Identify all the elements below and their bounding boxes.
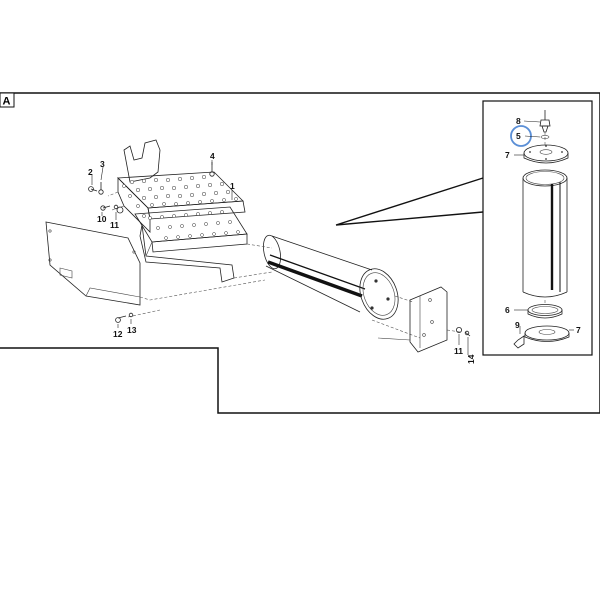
main-cylinder xyxy=(263,234,399,320)
callout-2: 2 xyxy=(88,167,93,177)
highlight-circle xyxy=(510,125,532,147)
left-mounting-plate xyxy=(45,221,141,306)
right-mounting-bracket xyxy=(377,286,448,353)
step-bracket-assembly xyxy=(116,139,248,283)
frame-label: A xyxy=(3,96,11,108)
detail-callout-7-bottom: 7 xyxy=(576,325,581,335)
callout-10: 10 xyxy=(97,214,107,224)
callout-12: 12 xyxy=(113,329,123,339)
detail-callout-9: 9 xyxy=(515,320,520,330)
callout-11-right: 11 xyxy=(454,346,463,356)
outer-frame xyxy=(0,92,600,414)
detail-callout-5: 5 xyxy=(516,131,521,141)
detail-callout-8: 8 xyxy=(516,116,521,126)
callout-leaders xyxy=(91,160,469,355)
callout-3: 3 xyxy=(100,159,105,169)
callout-14: 14 xyxy=(466,354,476,364)
callout-4: 4 xyxy=(210,151,215,161)
detail-callout-6: 6 xyxy=(505,305,510,315)
assembly-guide-lines xyxy=(107,191,461,339)
detail-callout-7-top: 7 xyxy=(505,150,510,160)
frame-label-box xyxy=(0,92,15,108)
callout-1: 1 xyxy=(230,181,235,191)
callout-11-left: 11 xyxy=(110,220,119,230)
callout-13: 13 xyxy=(127,325,137,335)
detail-leaders xyxy=(514,120,574,334)
detail-filter-assembly xyxy=(513,110,570,349)
detail-pointer xyxy=(335,177,484,226)
